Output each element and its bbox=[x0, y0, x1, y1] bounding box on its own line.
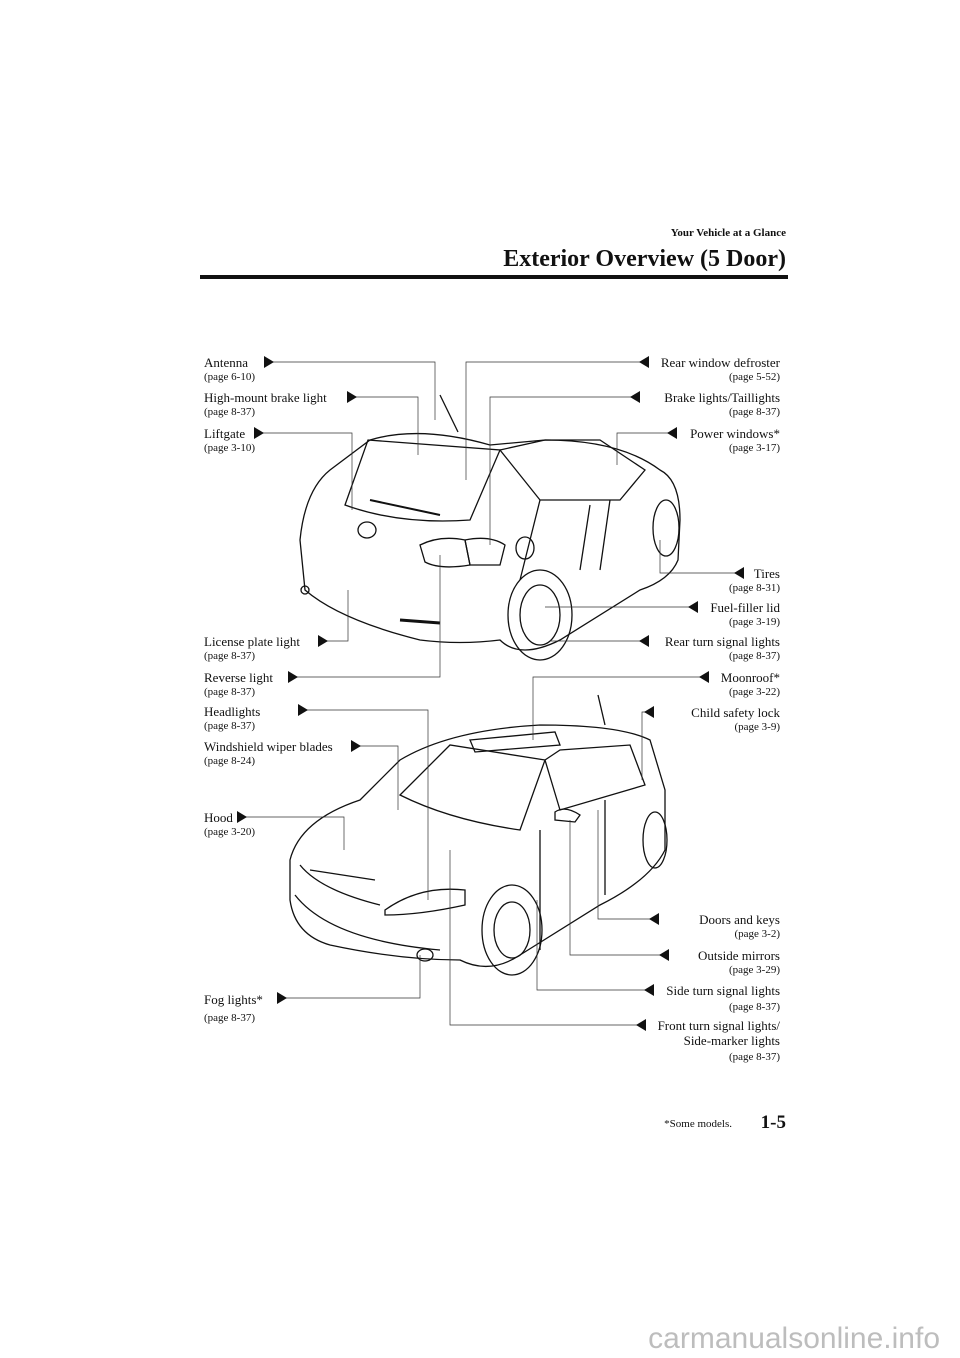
label-front-turn-signal-lights: Front turn signal lights/Side-marker lig… bbox=[657, 1018, 780, 1063]
label-rear-window-defroster: Rear window defroster(page 5-52) bbox=[660, 355, 780, 383]
page-title: Exterior Overview (5 Door) bbox=[503, 246, 786, 272]
label-power-windows: Power windows*(page 3-17) bbox=[690, 426, 780, 454]
label-headlights: Headlights(page 8-37) bbox=[204, 704, 261, 732]
label-rear-turn-signal-lights: Rear turn signal lights(page 8-37) bbox=[664, 634, 780, 662]
pointer-arrows bbox=[237, 356, 744, 1031]
label-liftgate: Liftgate(page 3-10) bbox=[204, 426, 256, 454]
watermark: carmanualsonline.info bbox=[648, 1322, 940, 1355]
label-brake-lights-taillights: Brake lights/Taillights(page 8-37) bbox=[664, 390, 780, 418]
label-fog-lights: Fog lights*(page 8-37) bbox=[204, 992, 263, 1024]
label-hood: Hood(page 3-20) bbox=[204, 810, 256, 838]
leader-lines bbox=[245, 361, 736, 1026]
label-doors-and-keys: Doors and keys(page 3-2) bbox=[699, 912, 780, 940]
title-rule bbox=[200, 275, 788, 279]
label-fuel-filler-lid: Fuel-filler lid(page 3-19) bbox=[710, 600, 780, 628]
label-side-turn-signal-lights: Side turn signal lights(page 8-37) bbox=[666, 983, 780, 1013]
label-child-safety-lock: Child safety lock(page 3-9) bbox=[691, 705, 780, 733]
section-header: Your Vehicle at a Glance bbox=[670, 227, 786, 239]
label-high-mount-brake-light: High-mount brake light(page 8-37) bbox=[204, 390, 327, 418]
label-outside-mirrors: Outside mirrors(page 3-29) bbox=[698, 948, 780, 976]
front-vehicle-drawing bbox=[289, 694, 668, 976]
label-windshield-wiper-blades: Windshield wiper blades(page 8-24) bbox=[204, 739, 333, 767]
label-moonroof: Moonroof*(page 3-22) bbox=[720, 670, 780, 698]
page-number: 1-5 bbox=[760, 1112, 786, 1133]
label-antenna: Antenna(page 6-10) bbox=[204, 355, 256, 383]
footnote: *Some models. bbox=[664, 1118, 732, 1130]
label-license-plate-light: License plate light(page 8-37) bbox=[204, 634, 301, 662]
label-tires: Tires(page 8-31) bbox=[728, 566, 780, 594]
label-reverse-light: Reverse light(page 8-37) bbox=[204, 670, 273, 698]
rear-vehicle-drawing bbox=[299, 394, 681, 661]
